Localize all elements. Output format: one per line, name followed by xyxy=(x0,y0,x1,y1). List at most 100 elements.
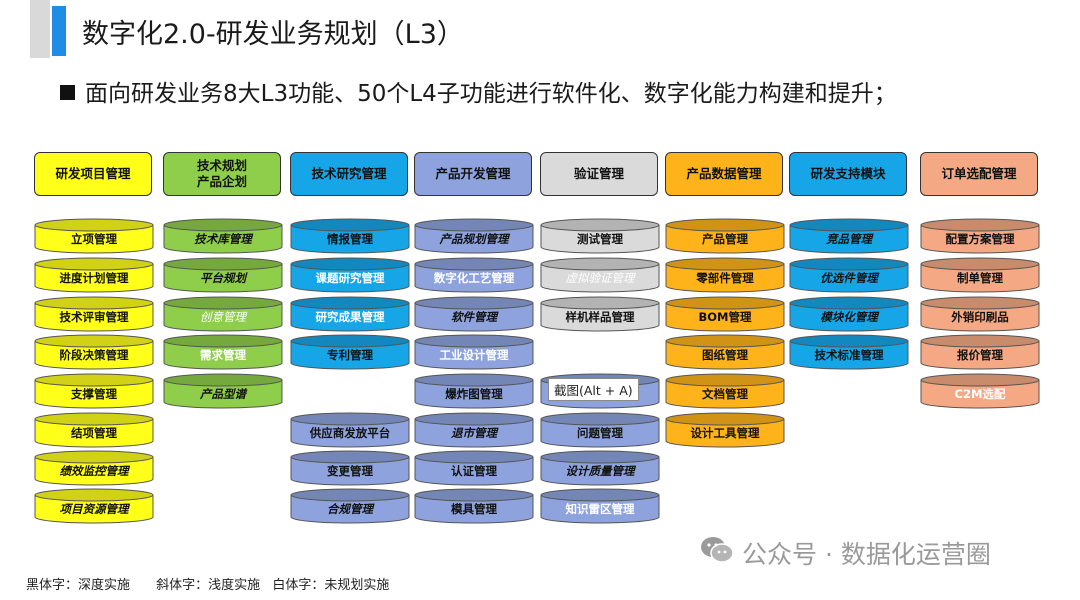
function-cylinder: 知识雷区管理 xyxy=(540,488,660,524)
function-label: 绩效监控管理 xyxy=(59,464,129,478)
function-cylinder: 产品型谱 xyxy=(163,373,283,409)
column-header-c7: 研发支持模块 xyxy=(789,152,907,196)
function-cylinder: 竞品管理 xyxy=(789,218,909,254)
function-label: 工业设计管理 xyxy=(439,348,509,362)
function-cylinder: 阶段决策管理 xyxy=(34,334,154,370)
function-cylinder: 设计工具管理 xyxy=(665,412,785,448)
function-label: 图纸管理 xyxy=(702,348,748,362)
function-label: 模块化管理 xyxy=(820,310,878,324)
function-cylinder: 认证管理 xyxy=(414,450,534,486)
function-cylinder: 测试管理 xyxy=(540,218,660,254)
function-cylinder: 外销印刷品 xyxy=(920,296,1040,332)
function-label: 情报管理 xyxy=(327,232,373,246)
column-header-c8: 订单选配管理 xyxy=(920,152,1038,196)
function-cylinder: 绩效监控管理 xyxy=(34,450,154,486)
function-label: 变更管理 xyxy=(327,464,373,478)
function-cylinder: 软件管理 xyxy=(414,296,534,332)
function-cylinder: 产品管理 xyxy=(665,218,785,254)
function-label: 技术标准管理 xyxy=(814,348,884,362)
function-cylinder: 变更管理 xyxy=(290,450,410,486)
function-label: 零部件管理 xyxy=(696,271,754,285)
function-label: 测试管理 xyxy=(577,232,623,246)
subtitle: 面向研发业务8大L3功能、50个L4子功能进行软件化、数字化能力构建和提升； xyxy=(60,74,897,108)
function-cylinder: 退市管理 xyxy=(414,412,534,448)
function-label: 外销印刷品 xyxy=(951,310,1009,324)
function-cylinder: 项目资源管理 xyxy=(34,488,154,524)
title-accent-grey xyxy=(30,0,50,58)
function-cylinder: 立项管理 xyxy=(34,218,154,254)
function-label: 技术库管理 xyxy=(194,232,252,246)
function-label: 产品规划管理 xyxy=(439,232,509,246)
function-label: 阶段决策管理 xyxy=(59,348,129,362)
function-label: 支撑管理 xyxy=(71,387,117,401)
function-cylinder: 图纸管理 xyxy=(665,334,785,370)
legend-italic-text: 斜体字：浅度实施 xyxy=(156,578,261,593)
watermark-text: 公众号 · 数据化运营圈 xyxy=(742,540,991,569)
function-label: 文档管理 xyxy=(702,387,748,401)
function-cylinder: 配置方案管理 xyxy=(920,218,1040,254)
function-cylinder: 报价管理 xyxy=(920,334,1040,370)
wechat-icon xyxy=(700,535,734,571)
function-label: 项目资源管理 xyxy=(59,502,129,516)
function-cylinder: BOM管理 xyxy=(665,296,785,332)
function-cylinder: 制单管理 xyxy=(920,257,1040,293)
function-cylinder: 设计质量管理 xyxy=(540,450,660,486)
function-label: 产品型谱 xyxy=(200,387,246,401)
function-label: C2M选配 xyxy=(954,387,1006,401)
function-cylinder: 零部件管理 xyxy=(665,257,785,293)
function-label: 结项管理 xyxy=(71,426,117,440)
function-cylinder: 需求管理 xyxy=(163,334,283,370)
column-header-c2: 技术规划 产品企划 xyxy=(163,152,281,196)
bullet-square-icon xyxy=(60,85,75,100)
function-label: 配置方案管理 xyxy=(945,232,1015,246)
function-cylinder: 课题研究管理 xyxy=(290,257,410,293)
function-label: 报价管理 xyxy=(957,348,1003,362)
legend-white-text: 白体字：未规划实施 xyxy=(272,578,390,593)
function-label: 设计工具管理 xyxy=(690,426,760,440)
column-header-c4: 产品开发管理 xyxy=(414,152,532,196)
function-label: 立项管理 xyxy=(71,232,117,246)
column-header-c1: 研发项目管理 xyxy=(34,152,152,196)
subtitle-text: 面向研发业务8大L3功能、50个L4子功能进行软件化、数字化能力构建和提升； xyxy=(85,81,897,107)
legend-black-text: 黑体字：深度实施 xyxy=(26,578,131,593)
function-cylinder: 优选件管理 xyxy=(789,257,909,293)
function-label: 平台规划 xyxy=(200,271,246,285)
screenshot-tooltip: 截图(Alt + A) xyxy=(548,378,639,401)
function-label: 进度计划管理 xyxy=(59,271,129,285)
function-label: 技术评审管理 xyxy=(59,310,129,324)
function-cylinder: 模具管理 xyxy=(414,488,534,524)
title-accent-blue xyxy=(52,6,66,56)
function-cylinder: 样机样品管理 xyxy=(540,296,660,332)
column-header-c3: 技术研究管理 xyxy=(290,152,408,196)
function-cylinder: 支撑管理 xyxy=(34,373,154,409)
function-label: 爆炸图管理 xyxy=(445,387,503,401)
function-label: 制单管理 xyxy=(957,271,1003,285)
function-label: 课题研究管理 xyxy=(315,271,385,285)
function-label: 数字化工艺管理 xyxy=(433,271,515,285)
function-cylinder: 技术库管理 xyxy=(163,218,283,254)
function-label: 模具管理 xyxy=(451,502,497,516)
function-cylinder: C2M选配 xyxy=(920,373,1040,409)
function-label: 软件管理 xyxy=(451,310,497,324)
function-label: 样机样品管理 xyxy=(565,310,635,324)
function-cylinder: 文档管理 xyxy=(665,373,785,409)
function-label: 知识雷区管理 xyxy=(565,502,635,516)
function-label: 需求管理 xyxy=(200,348,246,362)
function-cylinder: 创意管理 xyxy=(163,296,283,332)
function-label: 研究成果管理 xyxy=(315,310,385,324)
function-cylinder: 平台规划 xyxy=(163,257,283,293)
legend: 黑体字：深度实施 斜体字：浅度实施 白体字：未规划实施 xyxy=(26,574,411,593)
function-label: 专利管理 xyxy=(327,348,373,362)
function-cylinder: 技术标准管理 xyxy=(789,334,909,370)
function-label: 产品管理 xyxy=(702,232,748,246)
function-cylinder: 技术评审管理 xyxy=(34,296,154,332)
column-header-c6: 产品数据管理 xyxy=(665,152,783,196)
function-label: 优选件管理 xyxy=(820,271,878,285)
function-cylinder: 虚拟验证管理 xyxy=(540,257,660,293)
function-cylinder: 专利管理 xyxy=(290,334,410,370)
function-label: BOM管理 xyxy=(698,310,752,324)
function-cylinder: 情报管理 xyxy=(290,218,410,254)
function-label: 问题管理 xyxy=(577,426,623,440)
function-cylinder: 进度计划管理 xyxy=(34,257,154,293)
function-cylinder: 爆炸图管理 xyxy=(414,373,534,409)
